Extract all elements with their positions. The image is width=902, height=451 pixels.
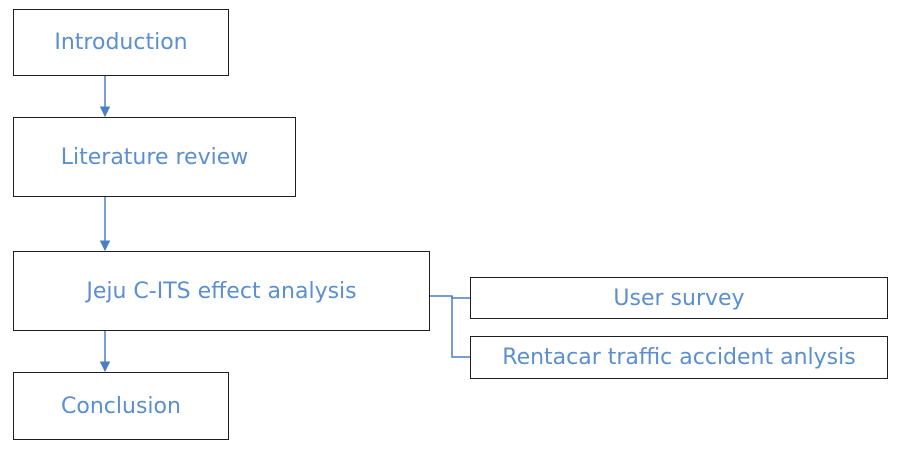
- node-introduction: Introduction: [13, 9, 229, 76]
- node-conclusion-label: Conclusion: [61, 393, 181, 419]
- node-user-survey-label: User survey: [613, 285, 745, 311]
- node-rentacar-analysis: Rentacar traffic accident anlysis: [470, 336, 888, 379]
- connector-analysis-to-rentacar: [451, 296, 470, 358]
- node-user-survey: User survey: [470, 277, 888, 319]
- node-rentacar-analysis-label: Rentacar traffic accident anlysis: [502, 345, 856, 370]
- connector-analysis-to-user-survey: [430, 295, 470, 299]
- node-effect-analysis-label: Jeju C-ITS effect analysis: [86, 278, 357, 304]
- node-effect-analysis: Jeju C-ITS effect analysis: [13, 251, 430, 331]
- node-literature-review: Literature review: [13, 117, 296, 197]
- node-literature-review-label: Literature review: [60, 144, 249, 170]
- node-introduction-label: Introduction: [54, 30, 188, 55]
- node-conclusion: Conclusion: [13, 372, 229, 440]
